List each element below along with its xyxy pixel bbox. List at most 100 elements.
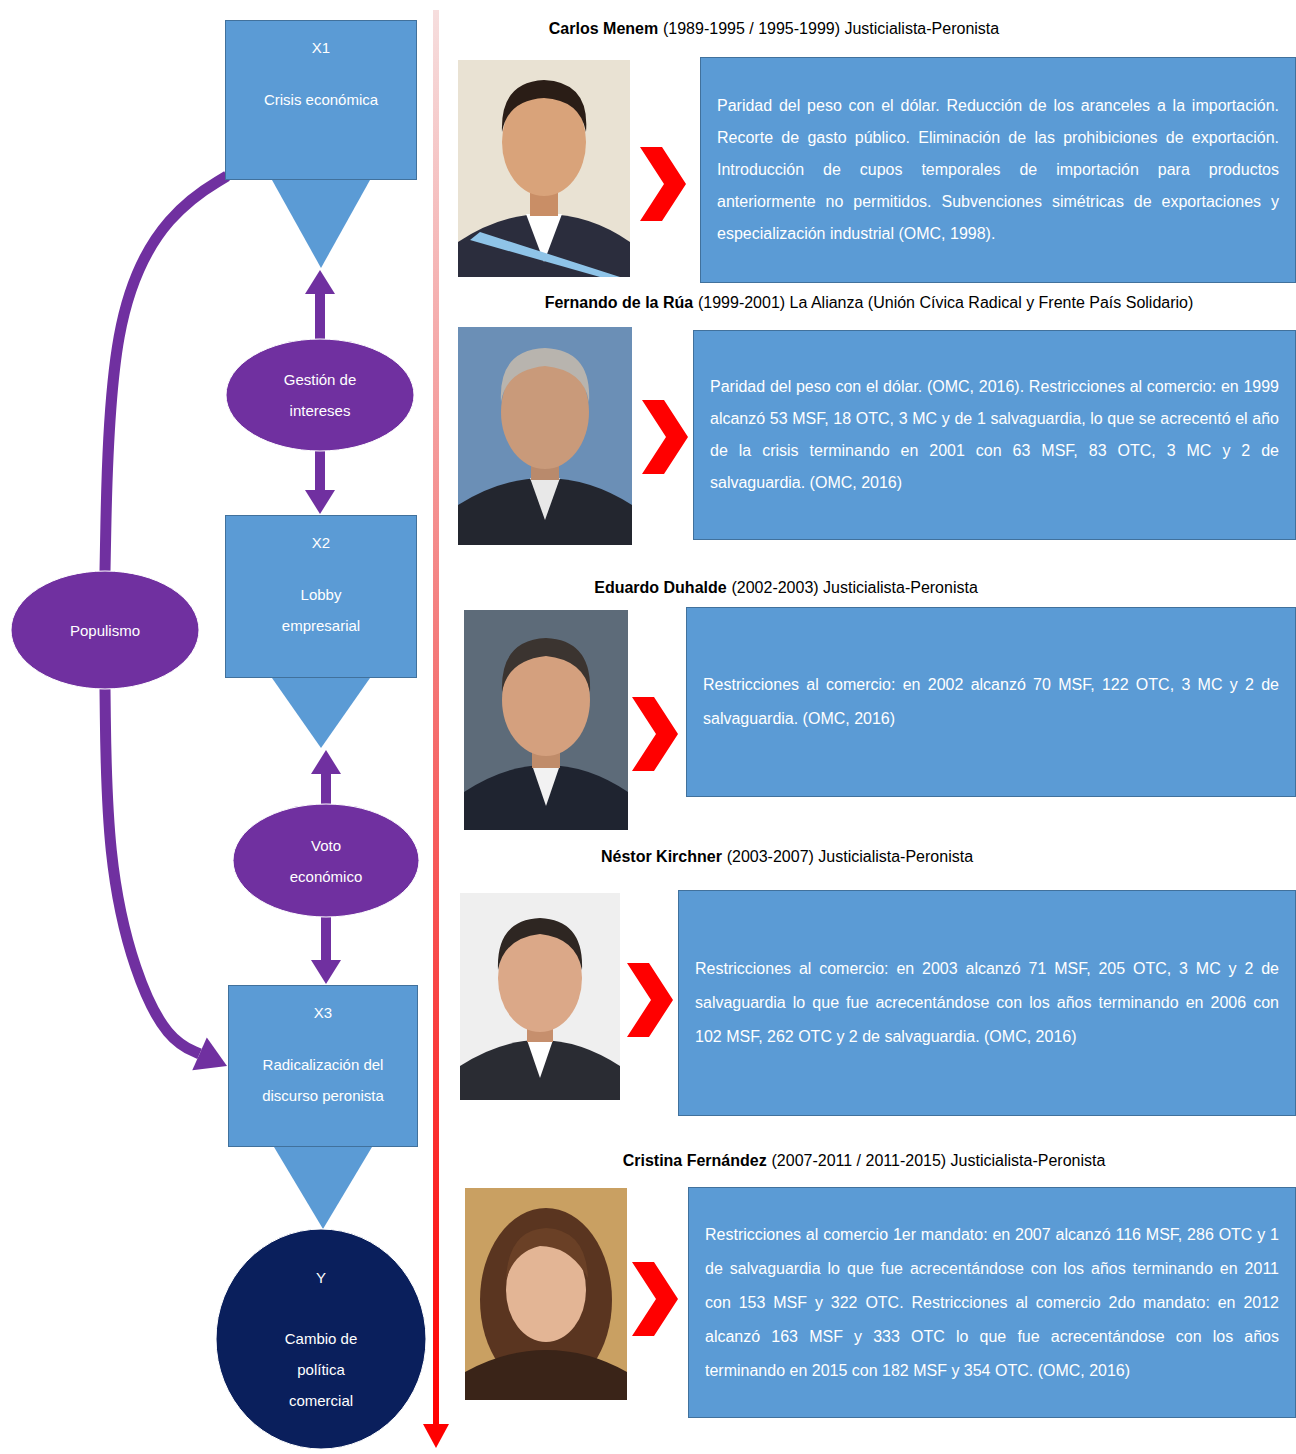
photo-suit (460, 1040, 620, 1100)
photo-shirt (527, 1040, 553, 1078)
photo-suit (458, 214, 630, 277)
curved-arrow (105, 689, 200, 1054)
photo-ground (464, 610, 628, 830)
photo-suit (458, 478, 632, 545)
policy-box: Cristina Fernández(2007-2011 / 2011-2015… (688, 1187, 1296, 1418)
mechanism-ellipse: Gestión de intereses (225, 338, 415, 452)
block-arrow (272, 180, 370, 268)
shape-label: Voto económico (279, 830, 374, 892)
arrowhead (305, 270, 335, 294)
block-arrow (272, 678, 370, 748)
president-heading: Carlos Menem(1989-1995 / 1995-1999) Just… (549, 19, 999, 39)
variable-code: Y (316, 1262, 326, 1293)
president-name: Eduardo Duhalde (594, 579, 726, 596)
arrowhead (311, 960, 341, 984)
photo-fringe (506, 1228, 588, 1280)
president-heading: Fernando de la Rúa (1999-2001) La Alianza… (545, 293, 1194, 313)
red-chevron (627, 963, 673, 1037)
photo-shirt (530, 478, 560, 520)
variable-box: X3Radicalización del discurso peronista (228, 985, 418, 1147)
policy-text: Paridad del peso con el dólar. (OMC, 201… (710, 371, 1279, 499)
connector (311, 917, 341, 984)
photo-ground (460, 893, 620, 1100)
shape-fill (226, 339, 414, 451)
policy-text: Paridad del peso con el dólar. Reducción… (717, 90, 1279, 250)
block-arrow (274, 1147, 372, 1229)
mechanism-ellipse: Populismo (10, 570, 200, 690)
policy-text: Restricciones al comercio 1er mandato: e… (705, 1218, 1279, 1388)
term-and-party: (2003-2007) Justicialista-Peronista (727, 848, 973, 865)
president-heading: Cristina Fernández (2007-2011 / 2011-2015… (623, 1151, 1106, 1171)
portrait-photo (458, 60, 630, 277)
policy-box: Carlos Menem(1989-1995 / 1995-1999) Just… (700, 57, 1296, 283)
variable-box: X2Lobby empresarial (225, 515, 417, 678)
shape-label: Cambio de política comercial (266, 1323, 376, 1416)
connector (105, 176, 227, 571)
variable-box: X1Crisis económica (225, 20, 417, 180)
arrowhead (305, 490, 335, 514)
connector (305, 451, 335, 514)
ellipse-outline (232, 803, 420, 918)
policy-box: Néstor Kirchner(2003-2007) Justicialista… (678, 890, 1296, 1116)
timeline-arrowhead (423, 1424, 449, 1448)
policy-text: Restricciones al comercio: en 2003 alcan… (695, 952, 1279, 1054)
term-and-party: (1999-2001) La Alianza (Unión Cívica Rad… (698, 294, 1193, 311)
arrow-shaft (321, 917, 331, 961)
photo-ground (465, 1188, 627, 1400)
red-chevron (640, 147, 686, 221)
shape-fill (216, 1229, 426, 1449)
policy-box: Eduardo Duhalde(2002-2003) Justicialista… (686, 607, 1296, 797)
policy-text: Restricciones al comercio: en 2002 alcan… (703, 668, 1279, 736)
variable-label: Crisis económica (236, 84, 406, 115)
photo-hair (501, 348, 589, 402)
connector (274, 1147, 372, 1229)
connector (105, 689, 227, 1070)
red-chevron (642, 400, 688, 474)
timeline-line (433, 10, 439, 1426)
president-name: Néstor Kirchner (601, 848, 722, 865)
photo-dress (465, 1350, 627, 1400)
connector (272, 678, 370, 804)
variable-label: Lobby empresarial (271, 579, 371, 641)
president-heading: Eduardo Duhalde (2002-2003) Justicialista… (594, 578, 978, 598)
photo-shirt (532, 765, 560, 806)
variable-code: X3 (314, 1004, 332, 1021)
outcome-circle: Y Cambio de política comercial (215, 1228, 427, 1450)
photo-hair (502, 638, 590, 692)
policy-box: Fernando de la Rúa(1999-2001) La Alianza… (693, 330, 1296, 540)
photo-hair (498, 918, 582, 970)
photo-sash (470, 232, 620, 277)
arrowhead (311, 750, 341, 774)
portrait-photo (465, 1188, 627, 1400)
president-name: Fernando de la Rúa (545, 294, 693, 311)
red-chevron (632, 697, 678, 771)
mechanism-ellipse: Voto económico (232, 803, 420, 918)
shape-label: Populismo (30, 615, 180, 646)
red-chevron (632, 1262, 678, 1336)
arrow-shaft (321, 773, 331, 804)
portrait-photo (464, 610, 628, 830)
photo-hair (502, 80, 586, 132)
president-name: Cristina Fernández (623, 1152, 767, 1169)
term-and-party: (2002-2003) Justicialista-Peronista (731, 579, 977, 596)
variable-label: Radicalización del discurso peronista (248, 1049, 398, 1111)
shape-fill (11, 571, 199, 689)
ellipse-outline (225, 338, 415, 452)
photo-ground (458, 60, 630, 277)
connector (272, 180, 370, 339)
portrait-photo (460, 893, 620, 1100)
term-and-party: (2007-2011 / 2011-2015) Justicialista-Pe… (772, 1152, 1106, 1169)
photo-ground (458, 327, 632, 545)
curved-arrow (105, 176, 227, 571)
arrow-shaft (315, 293, 325, 339)
arrow-shaft (315, 451, 325, 491)
shape-label: Gestión de intereses (265, 364, 375, 426)
variable-code: X1 (312, 39, 330, 56)
president-name: Carlos Menem (549, 20, 658, 37)
president-heading: Néstor Kirchner (2003-2007) Justicialista… (601, 847, 973, 867)
variable-code: X2 (312, 534, 330, 551)
photo-suit (464, 765, 628, 830)
portrait-photo (458, 327, 632, 545)
shape-fill (233, 804, 419, 917)
